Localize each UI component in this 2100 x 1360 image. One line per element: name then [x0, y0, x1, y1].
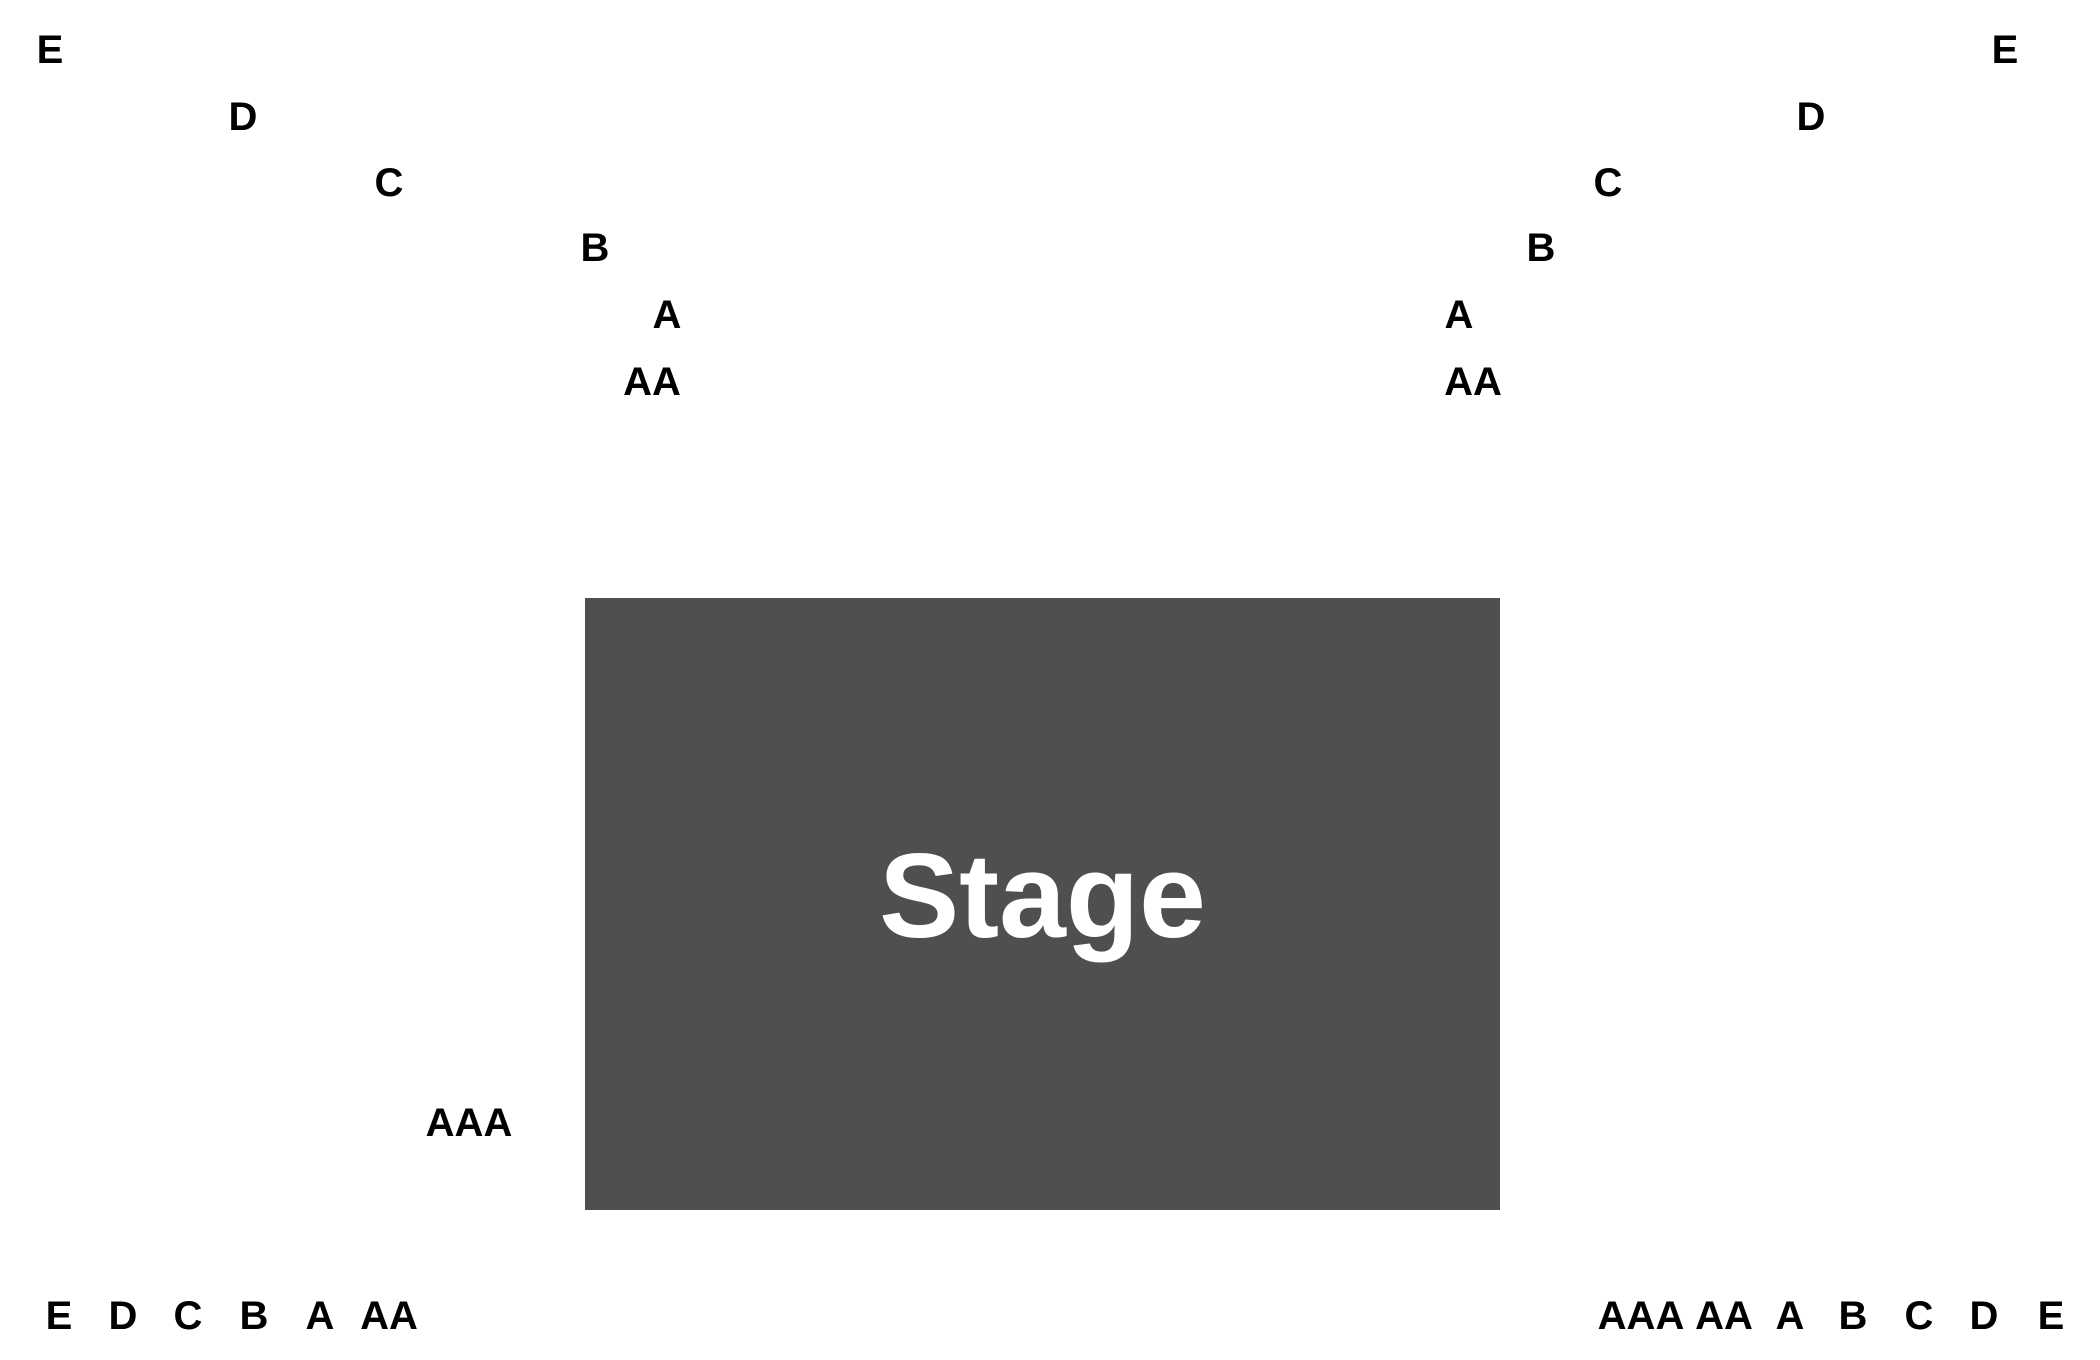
row-label-bottom-left-b[interactable]: B: [239, 1294, 269, 1338]
row-label-bottom-left-d[interactable]: D: [108, 1294, 138, 1338]
row-label-upper-left-c[interactable]: C: [374, 161, 404, 205]
row-label-upper-left-d[interactable]: D: [228, 95, 258, 139]
row-label-bottom-right-b[interactable]: B: [1838, 1294, 1868, 1338]
stage[interactable]: Stage: [585, 598, 1500, 1210]
row-label-bottom-right-d[interactable]: D: [1969, 1294, 1999, 1338]
row-label-bottom-right-aaa[interactable]: AAA: [1597, 1294, 1685, 1338]
row-label-bottom-left-c[interactable]: C: [173, 1294, 203, 1338]
stage-label: Stage: [879, 829, 1206, 963]
row-label-upper-right-d[interactable]: D: [1796, 95, 1826, 139]
row-label-upper-right-c[interactable]: C: [1593, 161, 1623, 205]
row-label-upper-left-aa[interactable]: AA: [623, 360, 681, 404]
row-label-upper-right-b[interactable]: B: [1526, 226, 1556, 270]
row-label-upper-left-e[interactable]: E: [36, 28, 64, 72]
row-label-bottom-right-c[interactable]: C: [1904, 1294, 1934, 1338]
row-label-upper-left-a[interactable]: A: [652, 293, 682, 337]
row-label-bottom-right-aa[interactable]: AA: [1695, 1294, 1753, 1338]
row-label-upper-right-aa[interactable]: AA: [1444, 360, 1502, 404]
row-label-bottom-right-a[interactable]: A: [1775, 1294, 1805, 1338]
row-label-bottom-left-aa[interactable]: AA: [360, 1294, 418, 1338]
row-label-upper-right-e[interactable]: E: [1991, 28, 2019, 72]
row-label-side-left-aaa[interactable]: AAA: [425, 1101, 513, 1145]
row-label-upper-left-b[interactable]: B: [580, 226, 610, 270]
row-label-bottom-right-e[interactable]: E: [2037, 1294, 2065, 1338]
row-label-bottom-left-e[interactable]: E: [45, 1294, 73, 1338]
row-label-bottom-left-a[interactable]: A: [305, 1294, 335, 1338]
row-label-upper-right-a[interactable]: A: [1444, 293, 1474, 337]
